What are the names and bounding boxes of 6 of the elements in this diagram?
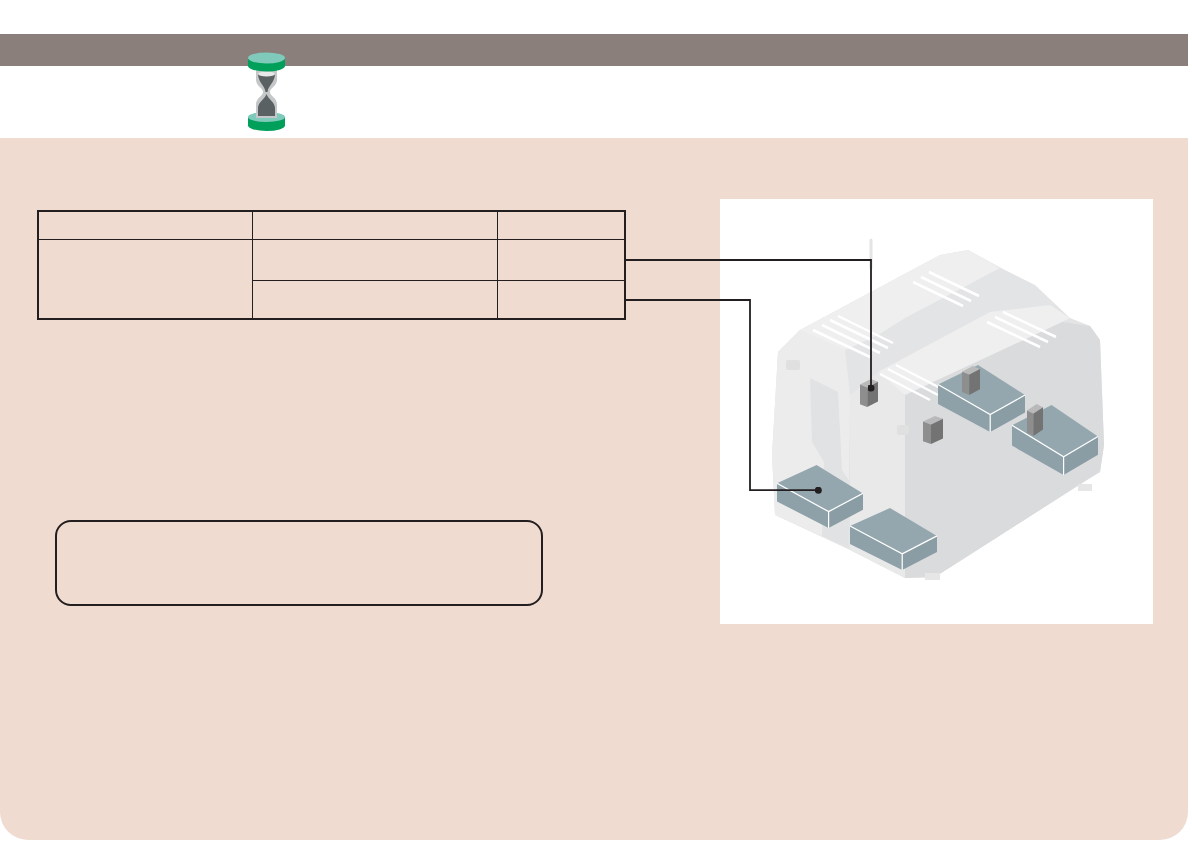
tray-box xyxy=(777,465,863,528)
table-cell xyxy=(497,280,626,320)
rounded-box xyxy=(55,520,543,606)
leader-line xyxy=(625,259,875,392)
sensor-block xyxy=(860,379,878,407)
leader-line xyxy=(625,299,822,494)
